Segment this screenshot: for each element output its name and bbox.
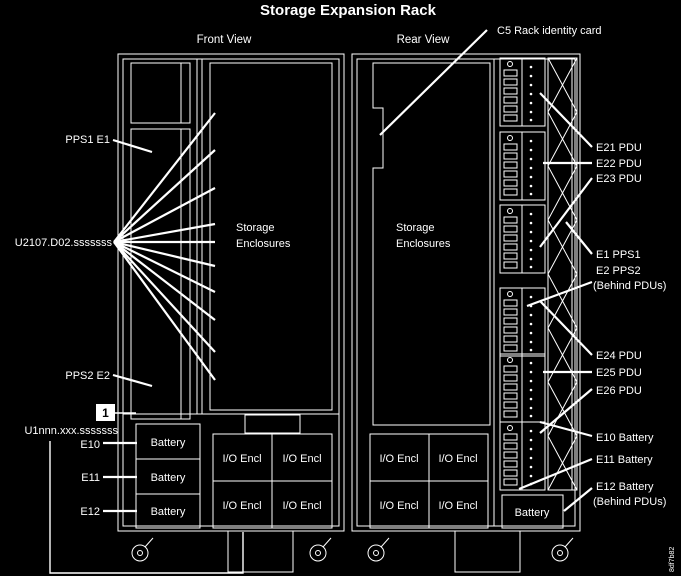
pps2-e2-label: PPS2 E2 [65,370,110,382]
front-io-enclosure-grid: I/O Encl I/O Encl I/O Encl I/O Encl [212,433,333,529]
e1-pps1-label: E1 PPS1 [596,249,641,261]
e11-label: E11 [81,472,100,484]
e2-pps2-label: E2 PPS2 [596,265,641,277]
front-view-label: Front View [197,34,252,46]
front-rack-inner-frame [122,58,340,527]
storage-location-label: U2107.D02.sssssss [15,237,113,249]
e24-pdu-label: E24 PDU [596,350,642,362]
c5-identity-card-label: C5 Rack identity card [497,25,602,37]
front-io-encl-3: I/O Encl [222,500,261,512]
note-badge-box [96,404,115,421]
rear-battery-label: Battery [515,507,550,519]
figure-id: 8df7b82 [669,547,676,572]
front-io-encl-4: I/O Encl [282,500,321,512]
rear-io-enclosure-grid: I/O Encl I/O Encl I/O Encl I/O Encl [369,433,489,529]
note-badge-number: 1 [102,406,109,420]
front-storage-label-line2: Enclosures [236,238,291,250]
e12-label: E12 [80,506,100,518]
front-storage-enclosures-box [209,62,333,411]
rear-rack-inner-frame [356,58,576,527]
rear-io-encl-1: I/O Encl [379,453,418,465]
front-callouts: PPS1 E1 U2107.D02.sssssss PPS2 E2 1 U1nn… [15,112,244,574]
front-io-encl-1: I/O Encl [222,453,261,465]
pps2-leader-line [112,373,153,388]
rear-storage-label-line2: Enclosures [396,238,451,250]
storage-enclosure-leader-fan [113,112,216,381]
e12-battery-note: (Behind PDUs) [593,496,666,508]
e2-pps2-note: (Behind PDUs) [593,280,666,292]
rear-storage-label-line1: Storage [396,222,435,234]
e22-pdu-label: E22 PDU [596,158,642,170]
e25-pdu-label: E25 PDU [596,367,642,379]
rack-location-label: U1nnn.xxx.sssssss [24,425,118,437]
e12-battery-label: E12 Battery [596,481,654,493]
front-io-encl-2: I/O Encl [282,453,321,465]
e21-pdu-label: E21 PDU [596,142,642,154]
rear-storage-enclosures-box [372,62,491,426]
rear-view-label: Rear View [397,34,451,46]
page-title: Storage Expansion Rack [260,2,437,19]
front-battery-3-label: Battery [151,506,186,518]
front-pps-column [130,128,191,420]
front-battery-stack: Battery Battery Battery [135,423,201,529]
c5-leader-line [379,29,488,136]
e23-pdu-label: E23 PDU [596,173,642,185]
front-base-pedestal [227,530,294,573]
rear-callouts: C5 Rack identity card E21 PDU E22 PDU E2… [379,25,666,512]
e10-label: E10 [80,439,100,451]
front-top-module [130,62,191,124]
rear-io-encl-3: I/O Encl [379,500,418,512]
pps1-leader-line [112,138,153,154]
front-battery-2-label: Battery [151,472,186,484]
front-battery-1-label: Battery [151,437,186,449]
e26-pdu-label: E26 PDU [596,385,642,397]
e10-battery-label: E10 Battery [596,432,654,444]
rear-battery-box [501,494,564,529]
rear-io-encl-2: I/O Encl [438,453,477,465]
front-storage-label-line1: Storage [236,222,275,234]
pps1-e1-label: PPS1 E1 [65,134,110,146]
rack-location-leader-line [49,441,244,574]
rear-rack: Storage Enclosures [351,53,581,573]
e11-battery-label: E11 Battery [596,454,653,466]
rear-io-encl-4: I/O Encl [438,500,477,512]
rear-base-pedestal [454,530,521,573]
